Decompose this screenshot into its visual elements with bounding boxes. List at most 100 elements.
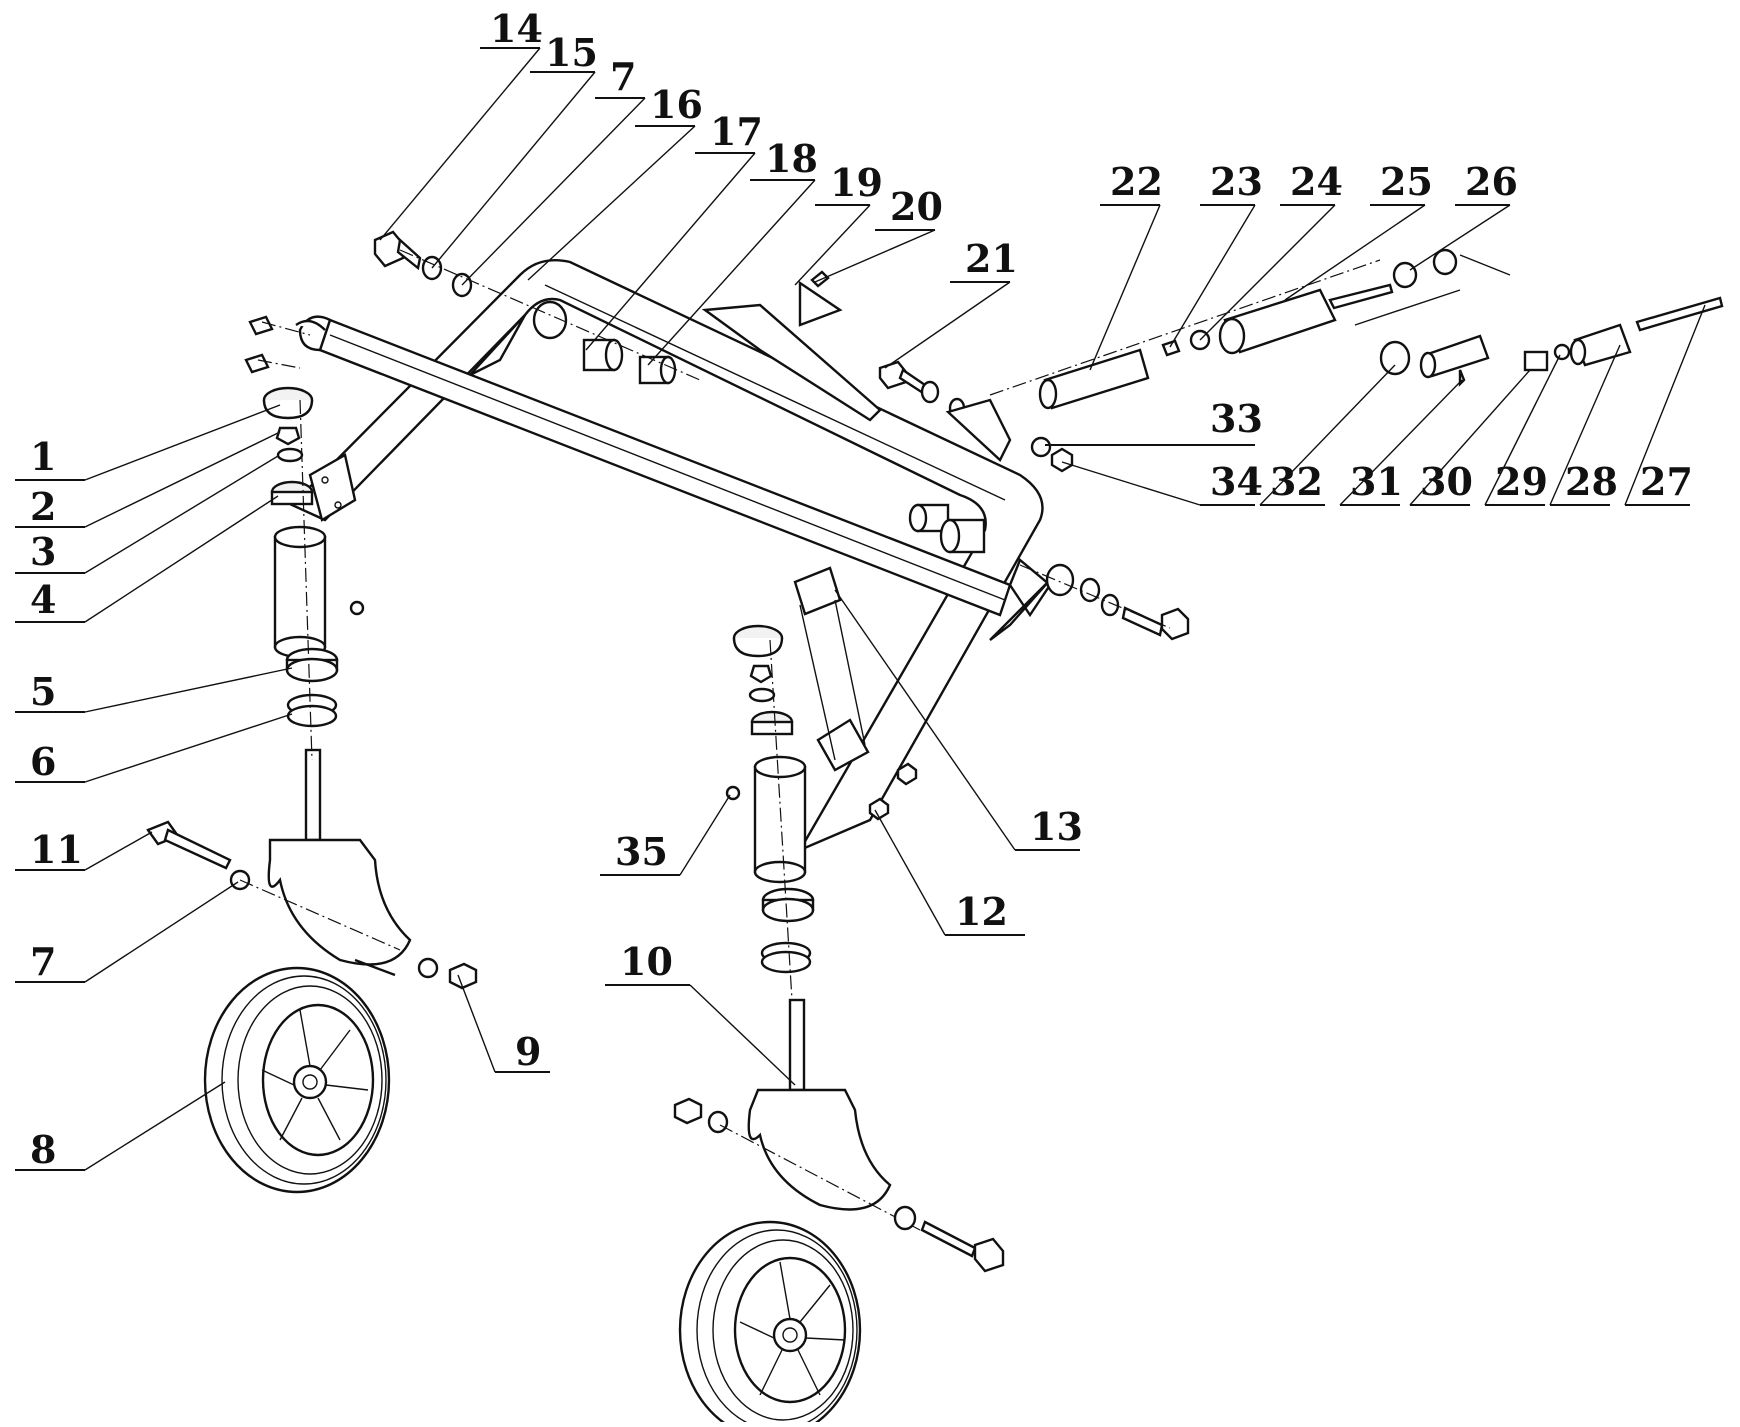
bolt-small-1	[248, 315, 274, 336]
leader-line-c17	[585, 152, 756, 351]
bolt-14	[373, 230, 405, 268]
callout-leaders	[15, 47, 1706, 1171]
bolt-right	[1160, 607, 1190, 641]
leader-line-c2	[84, 431, 281, 528]
leader-line-c8	[84, 1081, 226, 1171]
washer-26	[1392, 261, 1418, 289]
leader-line-c16	[527, 125, 696, 281]
leader-line-c13	[834, 589, 1016, 851]
callout-label-c32: 32	[1270, 459, 1323, 504]
leader-line-c35	[679, 794, 731, 876]
washer-33	[1030, 436, 1052, 458]
handle-frame	[289, 258, 1052, 853]
callout-label-c25: 25	[1380, 159, 1433, 204]
leader-line-c31	[1339, 379, 1463, 506]
callout-label-c30: 30	[1420, 459, 1473, 504]
leader-line-c6	[84, 713, 293, 783]
leader-line-c23	[1169, 204, 1256, 348]
callout-label-c12: 12	[955, 889, 1008, 934]
leader-line-c18	[647, 179, 816, 366]
nut-34	[1050, 447, 1074, 473]
callout-label-c9: 9	[515, 1029, 541, 1074]
leader-line-c3	[84, 455, 279, 574]
callout-label-c2: 2	[30, 484, 56, 529]
left-caster-assembly	[262, 386, 478, 990]
leader-line-c5	[84, 667, 293, 713]
leader-line-c30	[1409, 369, 1531, 506]
callout-label-c14: 14	[490, 6, 543, 51]
nut-29	[1523, 350, 1549, 372]
leader-line-c24	[1199, 204, 1336, 341]
bolt-20	[810, 270, 830, 288]
leader-line-c32	[1259, 364, 1396, 506]
gusset-left	[469, 314, 527, 377]
rod-27	[1635, 296, 1724, 332]
callout-label-c20: 20	[890, 184, 943, 229]
callout-label-c18: 18	[765, 136, 818, 181]
mount-plate-left	[308, 453, 357, 522]
leader-line-c25	[1284, 204, 1426, 301]
callout-label-c27: 27	[1640, 459, 1693, 504]
callout-label-c33: 33	[1210, 396, 1263, 441]
leader-line-c28	[1549, 344, 1621, 506]
callout-label-c7b: 7	[610, 54, 636, 99]
nut-23	[1161, 339, 1181, 357]
bolt-12	[868, 797, 890, 821]
callout-label-c6: 6	[30, 739, 56, 784]
washer-32	[1379, 340, 1411, 376]
callout-label-c29: 29	[1495, 459, 1548, 504]
leader-line-c26	[1409, 204, 1511, 271]
callout-label-c16: 16	[650, 82, 703, 127]
callout-label-c22: 22	[1110, 159, 1163, 204]
callout-label-c17: 17	[710, 109, 763, 154]
callout-label-c21: 21	[965, 236, 1018, 281]
right-wheel	[678, 1220, 862, 1427]
callout-label-c26: 26	[1465, 159, 1518, 204]
nut-right	[673, 1097, 703, 1125]
bolt-right-caster	[973, 1237, 1005, 1273]
leader-line-c15	[431, 71, 596, 269]
callout-label-c15: 15	[545, 30, 598, 75]
left-wheel	[203, 966, 391, 1194]
leader-line-c27	[1624, 304, 1706, 506]
callout-label-c5: 5	[30, 669, 56, 714]
bolt-small-2	[244, 353, 270, 374]
callout-label-c7a: 7	[30, 939, 56, 984]
callout-label-c8: 8	[30, 1127, 56, 1172]
leader-line-c7a	[84, 881, 239, 983]
callout-label-c34: 34	[1210, 459, 1263, 504]
callout-label-c35: 35	[615, 829, 668, 874]
plate-19	[701, 303, 882, 422]
right-caster-assembly	[732, 624, 892, 1211]
callout-label-c24: 24	[1290, 159, 1343, 204]
leader-line-c19	[794, 204, 871, 286]
hinge-bracket	[945, 398, 1012, 462]
leader-line-c11	[84, 831, 153, 871]
leader-line-c21	[884, 281, 1011, 369]
leader-line-c14	[379, 47, 541, 241]
leader-line-c10	[689, 984, 796, 1086]
callout-label-c1: 1	[30, 434, 56, 479]
gusset-right	[989, 579, 1051, 641]
callout-label-c4: 4	[30, 577, 56, 622]
callout-label-c10: 10	[620, 939, 673, 984]
callout-label-c28: 28	[1565, 459, 1618, 504]
callout-label-c11: 11	[30, 827, 83, 872]
leader-line-c22	[1089, 204, 1161, 371]
leader-line-c9	[457, 974, 496, 1073]
leader-line-c34	[1061, 461, 1201, 506]
bracket-plate	[793, 566, 842, 616]
leader-line-c1	[84, 404, 281, 481]
callout-label-c19: 19	[830, 160, 883, 205]
leader-line-c20	[814, 229, 936, 283]
leader-line-c29	[1484, 354, 1561, 506]
callout-label-c23: 23	[1210, 159, 1263, 204]
callout-label-c3: 3	[30, 529, 56, 574]
callout-label-c31: 31	[1350, 459, 1403, 504]
leader-line-c12	[874, 809, 946, 936]
leader-line-c4	[84, 495, 279, 623]
tube-22	[1043, 348, 1150, 410]
